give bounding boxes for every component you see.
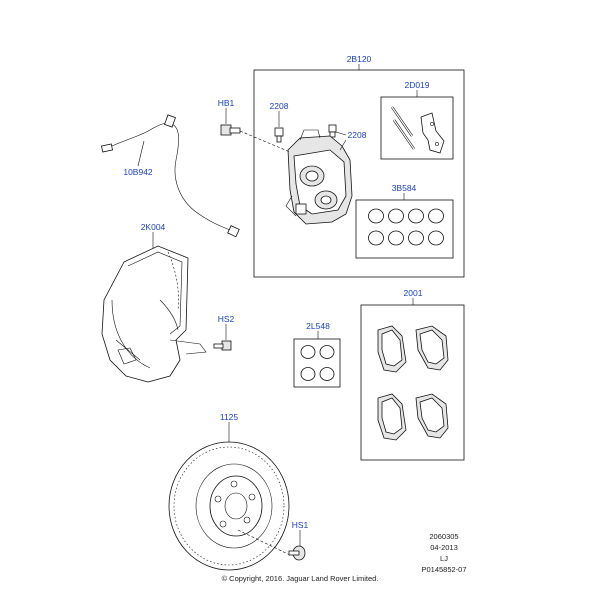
brake-disc (168, 441, 293, 571)
brake-wear-sensor (101, 114, 240, 238)
callout-2208-right[interactable]: 2208 (348, 130, 367, 140)
callout-2D019[interactable]: 2D019 (404, 80, 429, 90)
pin-kit-box (380, 96, 454, 160)
callout-HS1[interactable]: HS1 (292, 520, 309, 530)
small-piston-seals (300, 345, 335, 381)
seal-kit-box (355, 199, 454, 259)
bleed-screw-left (274, 127, 284, 143)
meta-code: 2060305 (429, 532, 458, 541)
callout-1125[interactable]: 1125 (220, 412, 239, 422)
caliper-bolt (220, 124, 291, 153)
callout-3B584[interactable]: 3B584 (392, 183, 417, 193)
meta-date: 04-2013 (430, 543, 458, 552)
callout-2001[interactable]: 2001 (404, 288, 423, 298)
meta-ref: P0145852-07 (421, 565, 466, 574)
callout-2L548[interactable]: 2L548 (306, 321, 330, 331)
callout-2K004[interactable]: 2K004 (141, 222, 166, 232)
guide-pins (391, 106, 445, 154)
disc-retaining-screw (288, 545, 306, 561)
shield-screw (213, 340, 232, 351)
callout-2B120[interactable]: 2B120 (347, 54, 372, 64)
brake-pads-box (360, 304, 465, 461)
caliper-assembly-group: 2B120 2D019 2208 2208 (253, 54, 465, 278)
drawing-metadata: 2060305 04-2013 LJ P0145852-07 (421, 532, 466, 574)
bleed-screw-right (328, 124, 337, 138)
seal-kit-small-box (293, 338, 341, 388)
callout-HS2[interactable]: HS2 (218, 314, 235, 324)
piston-seals (368, 208, 444, 246)
brake-caliper (285, 129, 353, 225)
meta-initials: LJ (440, 554, 448, 563)
brake-pads (377, 325, 449, 441)
callout-2208-left[interactable]: 2208 (270, 101, 289, 111)
callout-10B942[interactable]: 10B942 (123, 167, 153, 177)
callout-HB1[interactable]: HB1 (218, 98, 235, 108)
copyright-notice: © Copyright, 2016. Jaguar Land Rover Lim… (222, 574, 379, 583)
brake-dust-shield (101, 245, 207, 383)
